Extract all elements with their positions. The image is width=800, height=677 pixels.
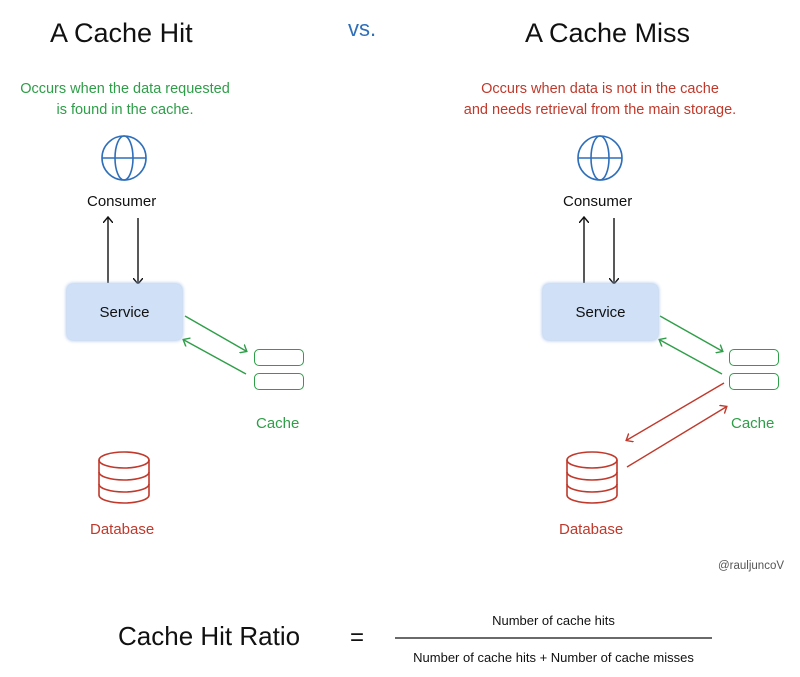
cache-stack xyxy=(729,349,779,390)
formula-left-side: Cache Hit Ratio xyxy=(118,621,301,651)
author-credit: @rauljuncoV xyxy=(718,560,785,572)
globe-icon xyxy=(577,135,623,181)
cache-slot xyxy=(254,349,304,366)
cache-to-service-arrow xyxy=(184,340,247,375)
service-label: Service xyxy=(99,303,150,321)
cache-miss-title: A Cache Miss xyxy=(525,18,691,48)
cache-slot xyxy=(729,349,779,366)
service-to-cache-arrow xyxy=(659,315,722,351)
formula-denominator: Number of cache hits + Number of cache m… xyxy=(413,650,694,665)
cache-hit-title: A Cache Hit xyxy=(50,18,193,48)
consumer-label: Consumer xyxy=(563,193,633,210)
database-label: Database xyxy=(90,521,155,538)
database-to-cache-arrow xyxy=(626,407,726,468)
cache-stack xyxy=(254,349,304,390)
vs-label: vs. xyxy=(348,16,377,41)
cache-to-database-arrow xyxy=(627,382,725,440)
cache-label: Cache xyxy=(256,415,300,432)
cache-hit-description-line1: Occurs when the data requested xyxy=(20,81,230,97)
database-label: Database xyxy=(559,521,624,538)
cache-hit-description-line2: is found in the cache. xyxy=(56,102,194,118)
cache-slot xyxy=(729,373,779,390)
cache-label: Cache xyxy=(731,415,775,432)
globe-icon xyxy=(101,135,147,181)
service-to-cache-arrow xyxy=(184,315,246,351)
consumer-label: Consumer xyxy=(87,193,157,210)
cache-to-service-arrow xyxy=(660,340,723,375)
service-label: Service xyxy=(575,303,626,321)
service-box: Service xyxy=(543,284,658,340)
cache-miss-description-line1: Occurs when data is not in the cache xyxy=(481,81,719,97)
cache-slot xyxy=(254,373,304,390)
database-cylinder-icon xyxy=(566,451,618,504)
formula-equals: = xyxy=(350,624,365,651)
cache-hit-description: Occurs when the data requested is found … xyxy=(0,79,250,121)
formula-numerator: Number of cache hits xyxy=(492,613,615,628)
cache-miss-description: Occurs when data is not in the cache and… xyxy=(440,79,760,121)
cache-miss-description-line2: and needs retrieval from the main storag… xyxy=(463,102,737,118)
database-cylinder-icon xyxy=(98,451,150,504)
service-box: Service xyxy=(67,284,182,340)
